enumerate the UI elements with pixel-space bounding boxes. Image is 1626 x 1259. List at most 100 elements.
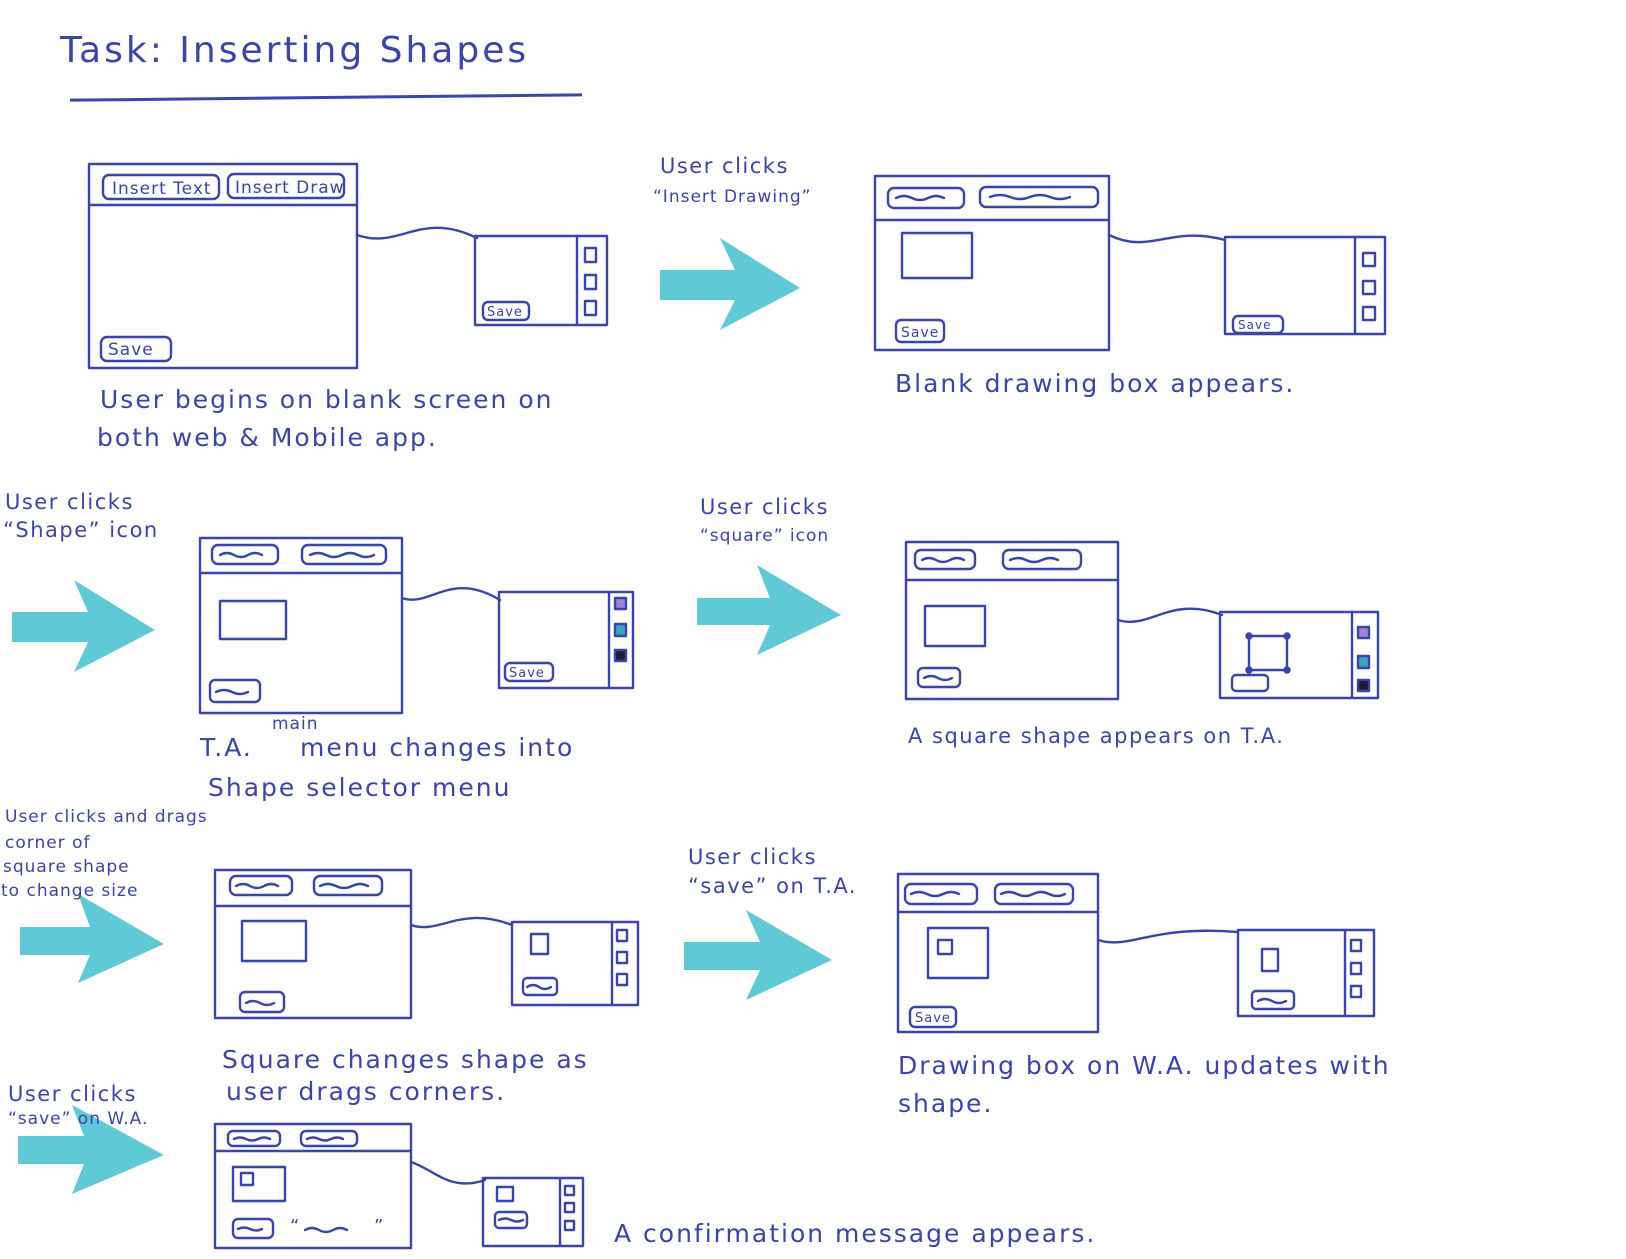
- web-app-frame: [213, 868, 413, 1020]
- mobile-app-frame: [1218, 610, 1380, 700]
- mobile-save-button[interactable]: [493, 1210, 529, 1230]
- resize-handle[interactable]: [1283, 666, 1291, 674]
- shape-swatch-teal[interactable]: [613, 622, 628, 638]
- scribble-label: [234, 882, 280, 890]
- toolbar-button[interactable]: [903, 882, 979, 906]
- web-save-button[interactable]: [916, 666, 962, 689]
- mobile-tool-icon[interactable]: [615, 928, 629, 943]
- mobile-tool-icon[interactable]: [1361, 251, 1377, 268]
- drawing-box[interactable]: [926, 926, 990, 980]
- scribble-label: [920, 556, 966, 564]
- toolbar-button[interactable]: [993, 882, 1075, 906]
- step-1-caption-line-1: User begins on blank screen on: [100, 385, 554, 414]
- mobile-app-frame: [497, 590, 635, 690]
- mobile-save-button[interactable]: [503, 661, 555, 683]
- shape-swatch-black[interactable]: [1356, 678, 1371, 693]
- mobile-save-button[interactable]: [481, 300, 531, 322]
- toolbar-button[interactable]: [226, 1129, 282, 1148]
- drawing-box[interactable]: [240, 919, 308, 963]
- insert-text-label: Insert Text: [112, 179, 212, 199]
- mobile-save-button[interactable]: [1250, 989, 1296, 1011]
- saved-square-shape: [239, 1171, 255, 1187]
- toolbar-button[interactable]: [300, 543, 388, 566]
- step-3-caption-line-1: menu changes into: [300, 733, 575, 762]
- mobile-tool-icon[interactable]: [583, 299, 598, 317]
- drawing-box[interactable]: [495, 1185, 515, 1203]
- toolbar-button[interactable]: [978, 185, 1100, 209]
- arrow-right-icon: [660, 238, 800, 330]
- step-7-sketch: “ ”: [213, 1122, 585, 1250]
- mobile-tool-icon[interactable]: [563, 1219, 576, 1232]
- step-6-caption-line-1: Drawing box on W.A. updates with: [898, 1051, 1391, 1080]
- mobile-tool-icon[interactable]: [1361, 279, 1377, 296]
- drawing-box[interactable]: [231, 1165, 287, 1203]
- step-7-caption: A confirmation message appears.: [614, 1219, 1097, 1248]
- connector-line: [1116, 607, 1224, 623]
- mobile-tool-icon[interactable]: [615, 950, 629, 965]
- step-5-caption-line-1: Square changes shape as: [222, 1045, 589, 1074]
- step-4-action-line-1: User clicks: [700, 495, 829, 519]
- mobile-app-frame: [510, 920, 640, 1007]
- step-5-action-line-3: square shape: [3, 857, 130, 877]
- mobile-tool-icon[interactable]: [583, 246, 598, 264]
- mobile-save-button[interactable]: [1231, 314, 1285, 335]
- toolbar-button[interactable]: [299, 1129, 359, 1148]
- mobile-tool-icon[interactable]: [615, 972, 629, 987]
- scribble-label: [214, 688, 250, 696]
- scribble-label: [497, 1217, 525, 1223]
- web-save-button[interactable]: [231, 1217, 275, 1240]
- drawing-box[interactable]: [900, 231, 974, 280]
- resize-handle[interactable]: [1245, 666, 1253, 674]
- insert-draw-button[interactable]: [226, 172, 346, 200]
- shape-swatch-teal[interactable]: [1356, 654, 1371, 670]
- mobile-save-label: Save: [487, 305, 523, 320]
- step-3-caption-insert: main: [272, 714, 319, 734]
- step-4-action-line-2: “square” icon: [700, 526, 830, 546]
- web-app-frame: [213, 1122, 413, 1250]
- step-6-action-line-1: User clicks: [688, 845, 817, 869]
- mobile-tool-icon[interactable]: [583, 273, 598, 291]
- shape-swatch-purple[interactable]: [613, 596, 628, 611]
- web-save-button[interactable]: [238, 990, 286, 1014]
- drawing-box[interactable]: [218, 599, 288, 641]
- web-app-frame: [87, 162, 359, 370]
- mobile-tool-icon[interactable]: [1349, 938, 1363, 953]
- step-arrows: [12, 238, 841, 1194]
- toolbar-button[interactable]: [913, 548, 977, 571]
- toolbar-button[interactable]: [1001, 548, 1083, 571]
- resize-handle[interactable]: [1245, 632, 1253, 640]
- toolbar-button[interactable]: [886, 186, 966, 210]
- mobile-tool-icon[interactable]: [1349, 961, 1363, 976]
- mobile-save-button[interactable]: [1230, 673, 1270, 693]
- inserted-square-shape[interactable]: [1260, 947, 1280, 973]
- scribble-label: [218, 551, 264, 559]
- web-save-button[interactable]: [208, 678, 262, 704]
- mobile-tool-icon[interactable]: [1361, 305, 1377, 322]
- shape-swatch-black[interactable]: [613, 648, 628, 663]
- shape-swatch-purple[interactable]: [1356, 625, 1371, 640]
- mobile-tool-icon[interactable]: [563, 1201, 576, 1214]
- mobile-save-button[interactable]: [521, 976, 559, 997]
- mobile-tool-icon[interactable]: [563, 1184, 576, 1197]
- web-save-button[interactable]: [908, 1005, 958, 1029]
- web-save-label: Save: [915, 1011, 951, 1026]
- insert-text-button[interactable]: [101, 173, 221, 201]
- toolbar-button[interactable]: [210, 543, 280, 566]
- resize-handle[interactable]: [1283, 632, 1291, 640]
- step-4-sketch: [904, 540, 1380, 701]
- web-save-button[interactable]: [894, 318, 946, 344]
- mobile-tool-icon[interactable]: [1349, 984, 1363, 999]
- connector-line: [409, 916, 514, 929]
- mobile-app-frame: [1236, 928, 1376, 1018]
- inserted-square-shape[interactable]: [529, 932, 550, 956]
- inserted-square-shape[interactable]: [1247, 634, 1289, 672]
- drawing-box[interactable]: [923, 604, 987, 648]
- toolbar-button[interactable]: [228, 874, 294, 897]
- scribble-label: [922, 674, 954, 682]
- arrow-right-icon: [18, 1105, 164, 1194]
- web-save-button[interactable]: [99, 335, 173, 363]
- web-app-frame: [873, 174, 1111, 352]
- mobile-app-frame: [1223, 235, 1387, 336]
- toolbar-button[interactable]: [312, 874, 384, 897]
- step-1-caption-line-2: both web & Mobile app.: [97, 423, 438, 452]
